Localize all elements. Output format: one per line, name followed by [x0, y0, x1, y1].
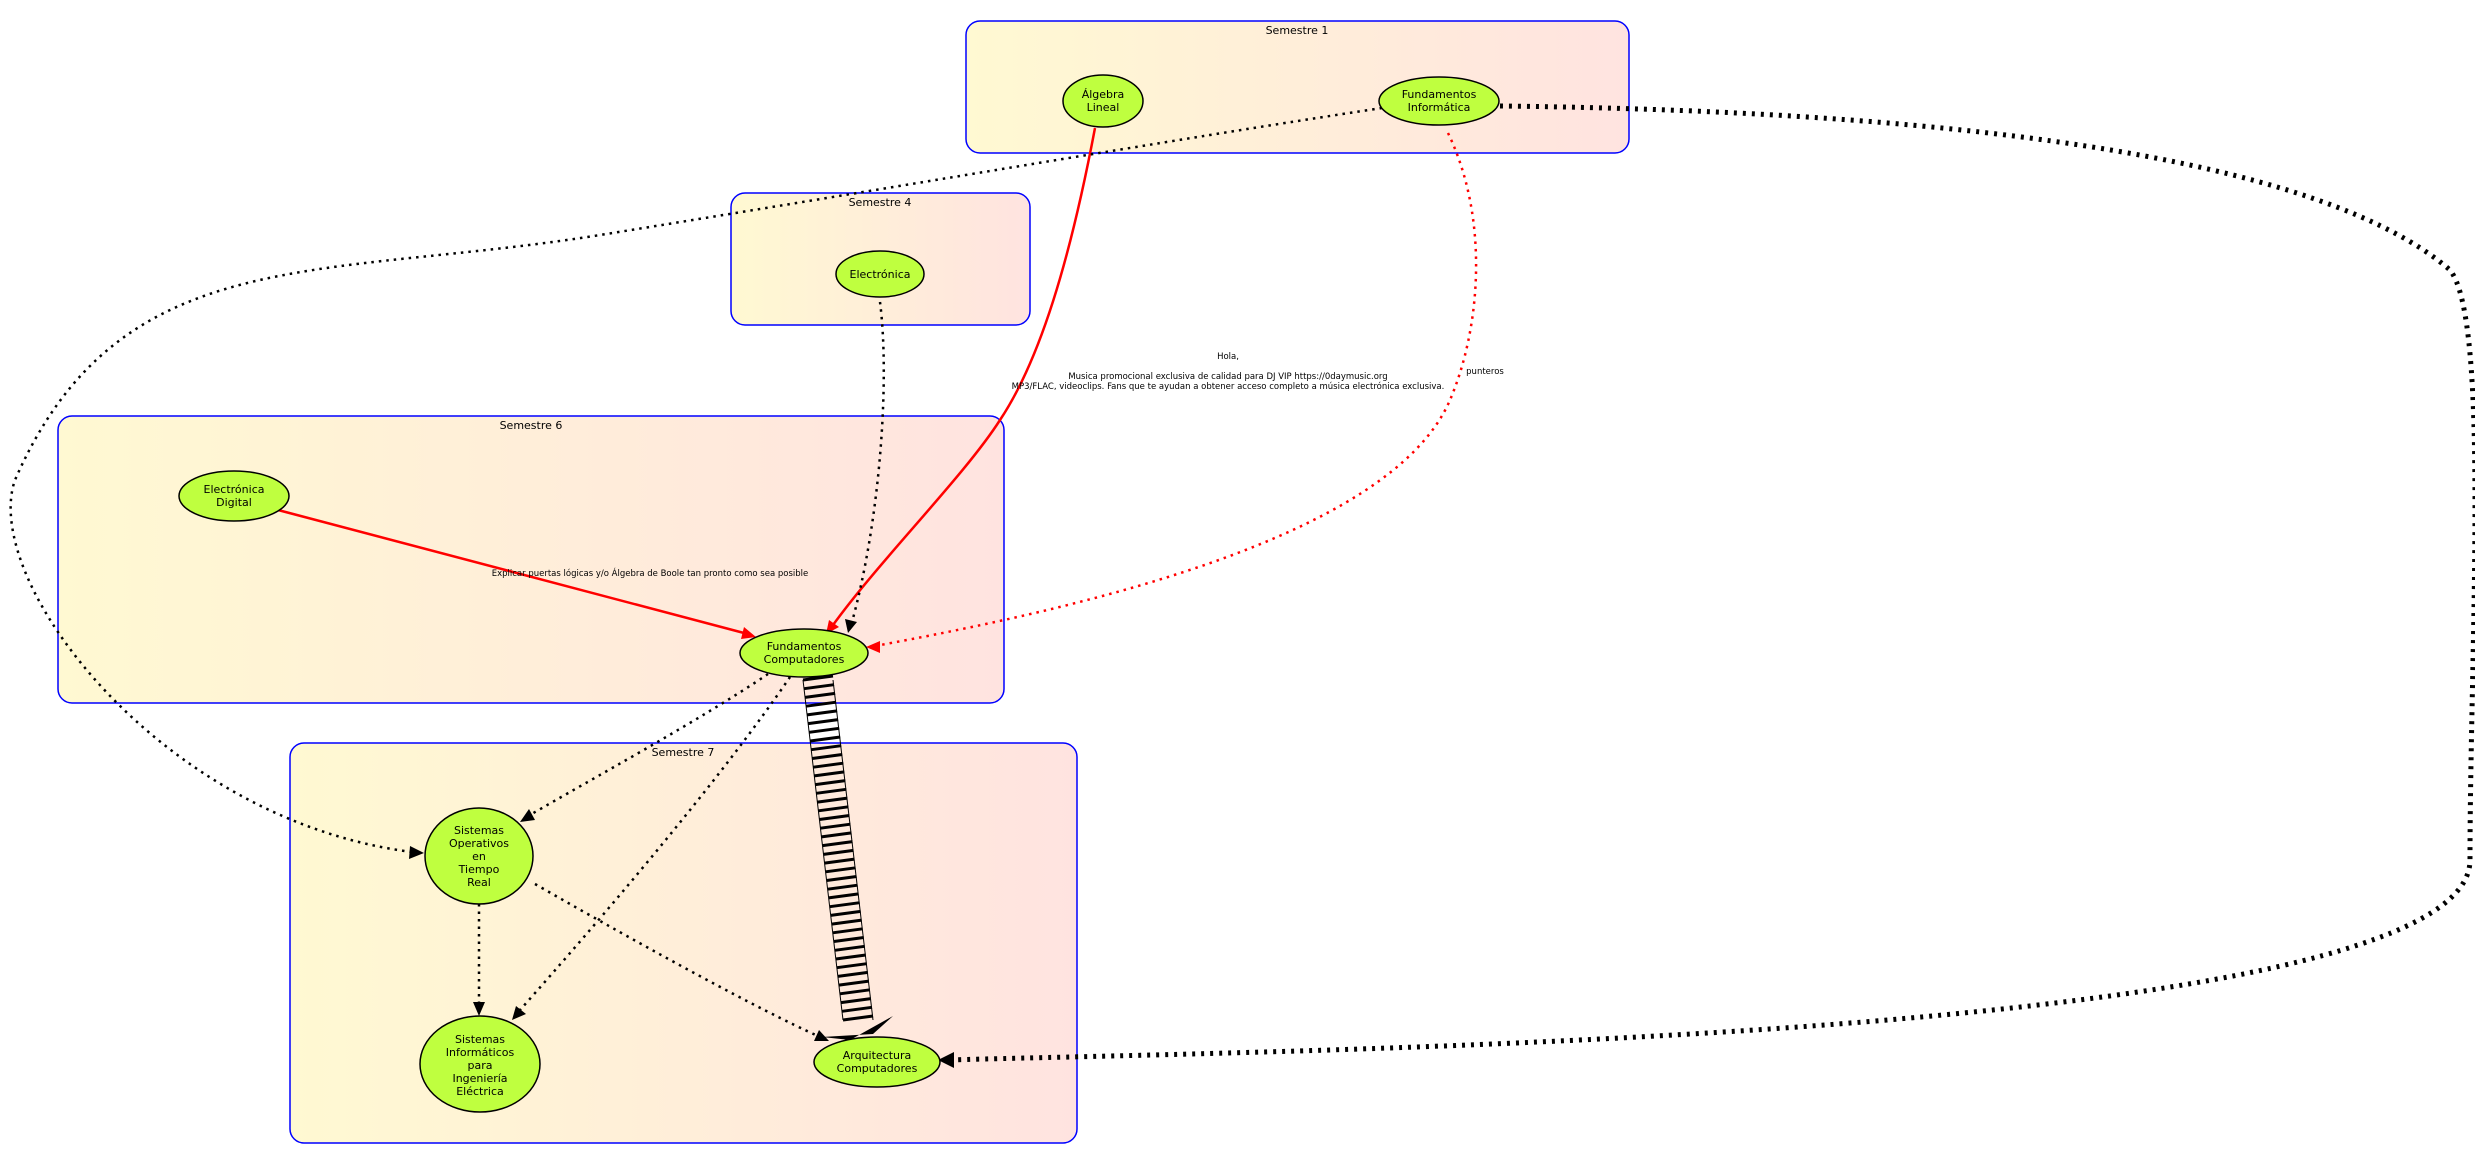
node-label: Computadores — [764, 653, 845, 666]
arrowhead — [512, 1006, 526, 1020]
node-label: Real — [467, 876, 491, 889]
edge-rail — [802, 679, 844, 1021]
node-fundamentos-computadores[interactable]: Fundamentos Computadores — [739, 628, 869, 678]
cluster-semestre-6: Semestre 6 — [57, 415, 1005, 704]
node-shape — [835, 250, 925, 298]
edge-label-elecdig-fundcomp: Explicar puertas lógicas y/o Álgebra de … — [492, 567, 809, 579]
node-label: Informática — [1408, 101, 1471, 114]
cluster-semestre-7: Semestre 7 — [289, 742, 1078, 1144]
edge-label-punteros: punteros — [1466, 367, 1504, 377]
cluster-box — [57, 415, 1005, 704]
node-shape — [813, 1036, 941, 1088]
edge-fundcomp-to-siie — [512, 676, 792, 1020]
node-label: Fundamentos — [767, 640, 842, 653]
node-label: Fundamentos — [1402, 88, 1477, 101]
node-shape — [1062, 74, 1144, 128]
edge-rungs — [802, 674, 874, 1022]
edge-path — [947, 103, 2475, 1063]
node-arquitectura-computadores[interactable]: Arquitectura Computadores — [813, 1036, 941, 1088]
edge-electronica-to-fundcomp — [845, 301, 886, 633]
node-label: Digital — [216, 496, 252, 509]
edge-path — [534, 882, 819, 1038]
edge-path — [529, 672, 769, 817]
arrowhead — [866, 641, 880, 653]
arrowhead — [741, 627, 756, 639]
note-line: MP3/FLAC, videoclips. Fans que te ayudan… — [1012, 381, 1445, 392]
cluster-semestre-1: Semestre 1 — [965, 20, 1630, 154]
node-shape — [178, 470, 290, 522]
edge-path — [277, 508, 745, 635]
node-electronica-digital[interactable]: Electrónica Digital — [178, 470, 290, 522]
node-label: Electrónica — [204, 483, 265, 496]
node-label: Tiempo — [458, 863, 500, 876]
edge-elecdig-to-fundcomp — [277, 508, 756, 639]
node-label: Arquitectura — [843, 1049, 912, 1062]
note-line: Musica promocional exclusiva de calidad … — [1068, 372, 1387, 382]
edge-path — [850, 301, 886, 623]
cluster-title: Semestre 6 — [500, 419, 563, 432]
arrowhead — [822, 1016, 893, 1040]
node-algebra-lineal[interactable]: Álgebra Lineal — [1062, 74, 1144, 128]
edge-fundinf-to-fundcomp — [866, 132, 1478, 653]
node-label: Álgebra — [1082, 88, 1125, 101]
node-label: Lineal — [1087, 101, 1120, 114]
arrowhead — [814, 1030, 829, 1041]
arrowhead — [845, 619, 857, 633]
edge-fundinf-to-sotr — [9, 106, 1383, 859]
node-fundamentos-informatica[interactable]: Fundamentos Informática — [1378, 76, 1500, 126]
arrowhead — [409, 846, 424, 859]
note-line: Hola, — [1217, 352, 1239, 362]
node-label: Electrónica — [850, 268, 911, 281]
edge-sotr-to-arqcomp — [534, 882, 829, 1041]
arrowhead — [520, 809, 535, 822]
node-label: Operativos — [449, 837, 509, 850]
edge-path — [831, 127, 1097, 626]
node-label: Computadores — [837, 1062, 918, 1075]
node-label: Ingeniería — [452, 1072, 507, 1085]
arrowhead — [473, 1002, 485, 1016]
cluster-title: Semestre 7 — [652, 746, 715, 759]
edge-path — [519, 676, 792, 1011]
cluster-box — [965, 20, 1630, 154]
floating-note: Hola, Musica promocional exclusiva de ca… — [1012, 352, 1445, 392]
node-label: en — [472, 850, 486, 863]
cluster-title: Semestre 4 — [849, 196, 912, 209]
cluster-title: Semestre 1 — [1266, 24, 1329, 37]
node-sistemas-operativos-tiempo-real[interactable]: Sistemas Operativos en Tiempo Real — [424, 807, 534, 905]
node-label: Informáticos — [446, 1046, 515, 1059]
arrowhead — [938, 1052, 954, 1068]
edge-path — [874, 132, 1478, 648]
node-label: para — [468, 1059, 493, 1072]
edge-fundcomp-to-arqcomp — [802, 674, 893, 1040]
node-shape — [739, 628, 869, 678]
cluster-box — [289, 742, 1078, 1144]
edges — [9, 103, 2475, 1068]
node-shape — [1378, 76, 1500, 126]
node-shape — [419, 1015, 541, 1113]
edge-fundcomp-to-sotr — [520, 672, 769, 822]
node-label: Sistemas — [454, 824, 504, 837]
node-shape — [424, 807, 534, 905]
node-label: Eléctrica — [456, 1085, 504, 1098]
edge-fundinf-to-arqcomp — [938, 103, 2475, 1068]
node-sistemas-informaticos-ingenieria-electrica[interactable]: Sistemas Informáticos para Ingeniería El… — [419, 1015, 541, 1113]
edge-sotr-to-siie — [473, 904, 485, 1016]
node-electronica[interactable]: Electrónica — [835, 250, 925, 298]
node-label: Sistemas — [455, 1033, 505, 1046]
